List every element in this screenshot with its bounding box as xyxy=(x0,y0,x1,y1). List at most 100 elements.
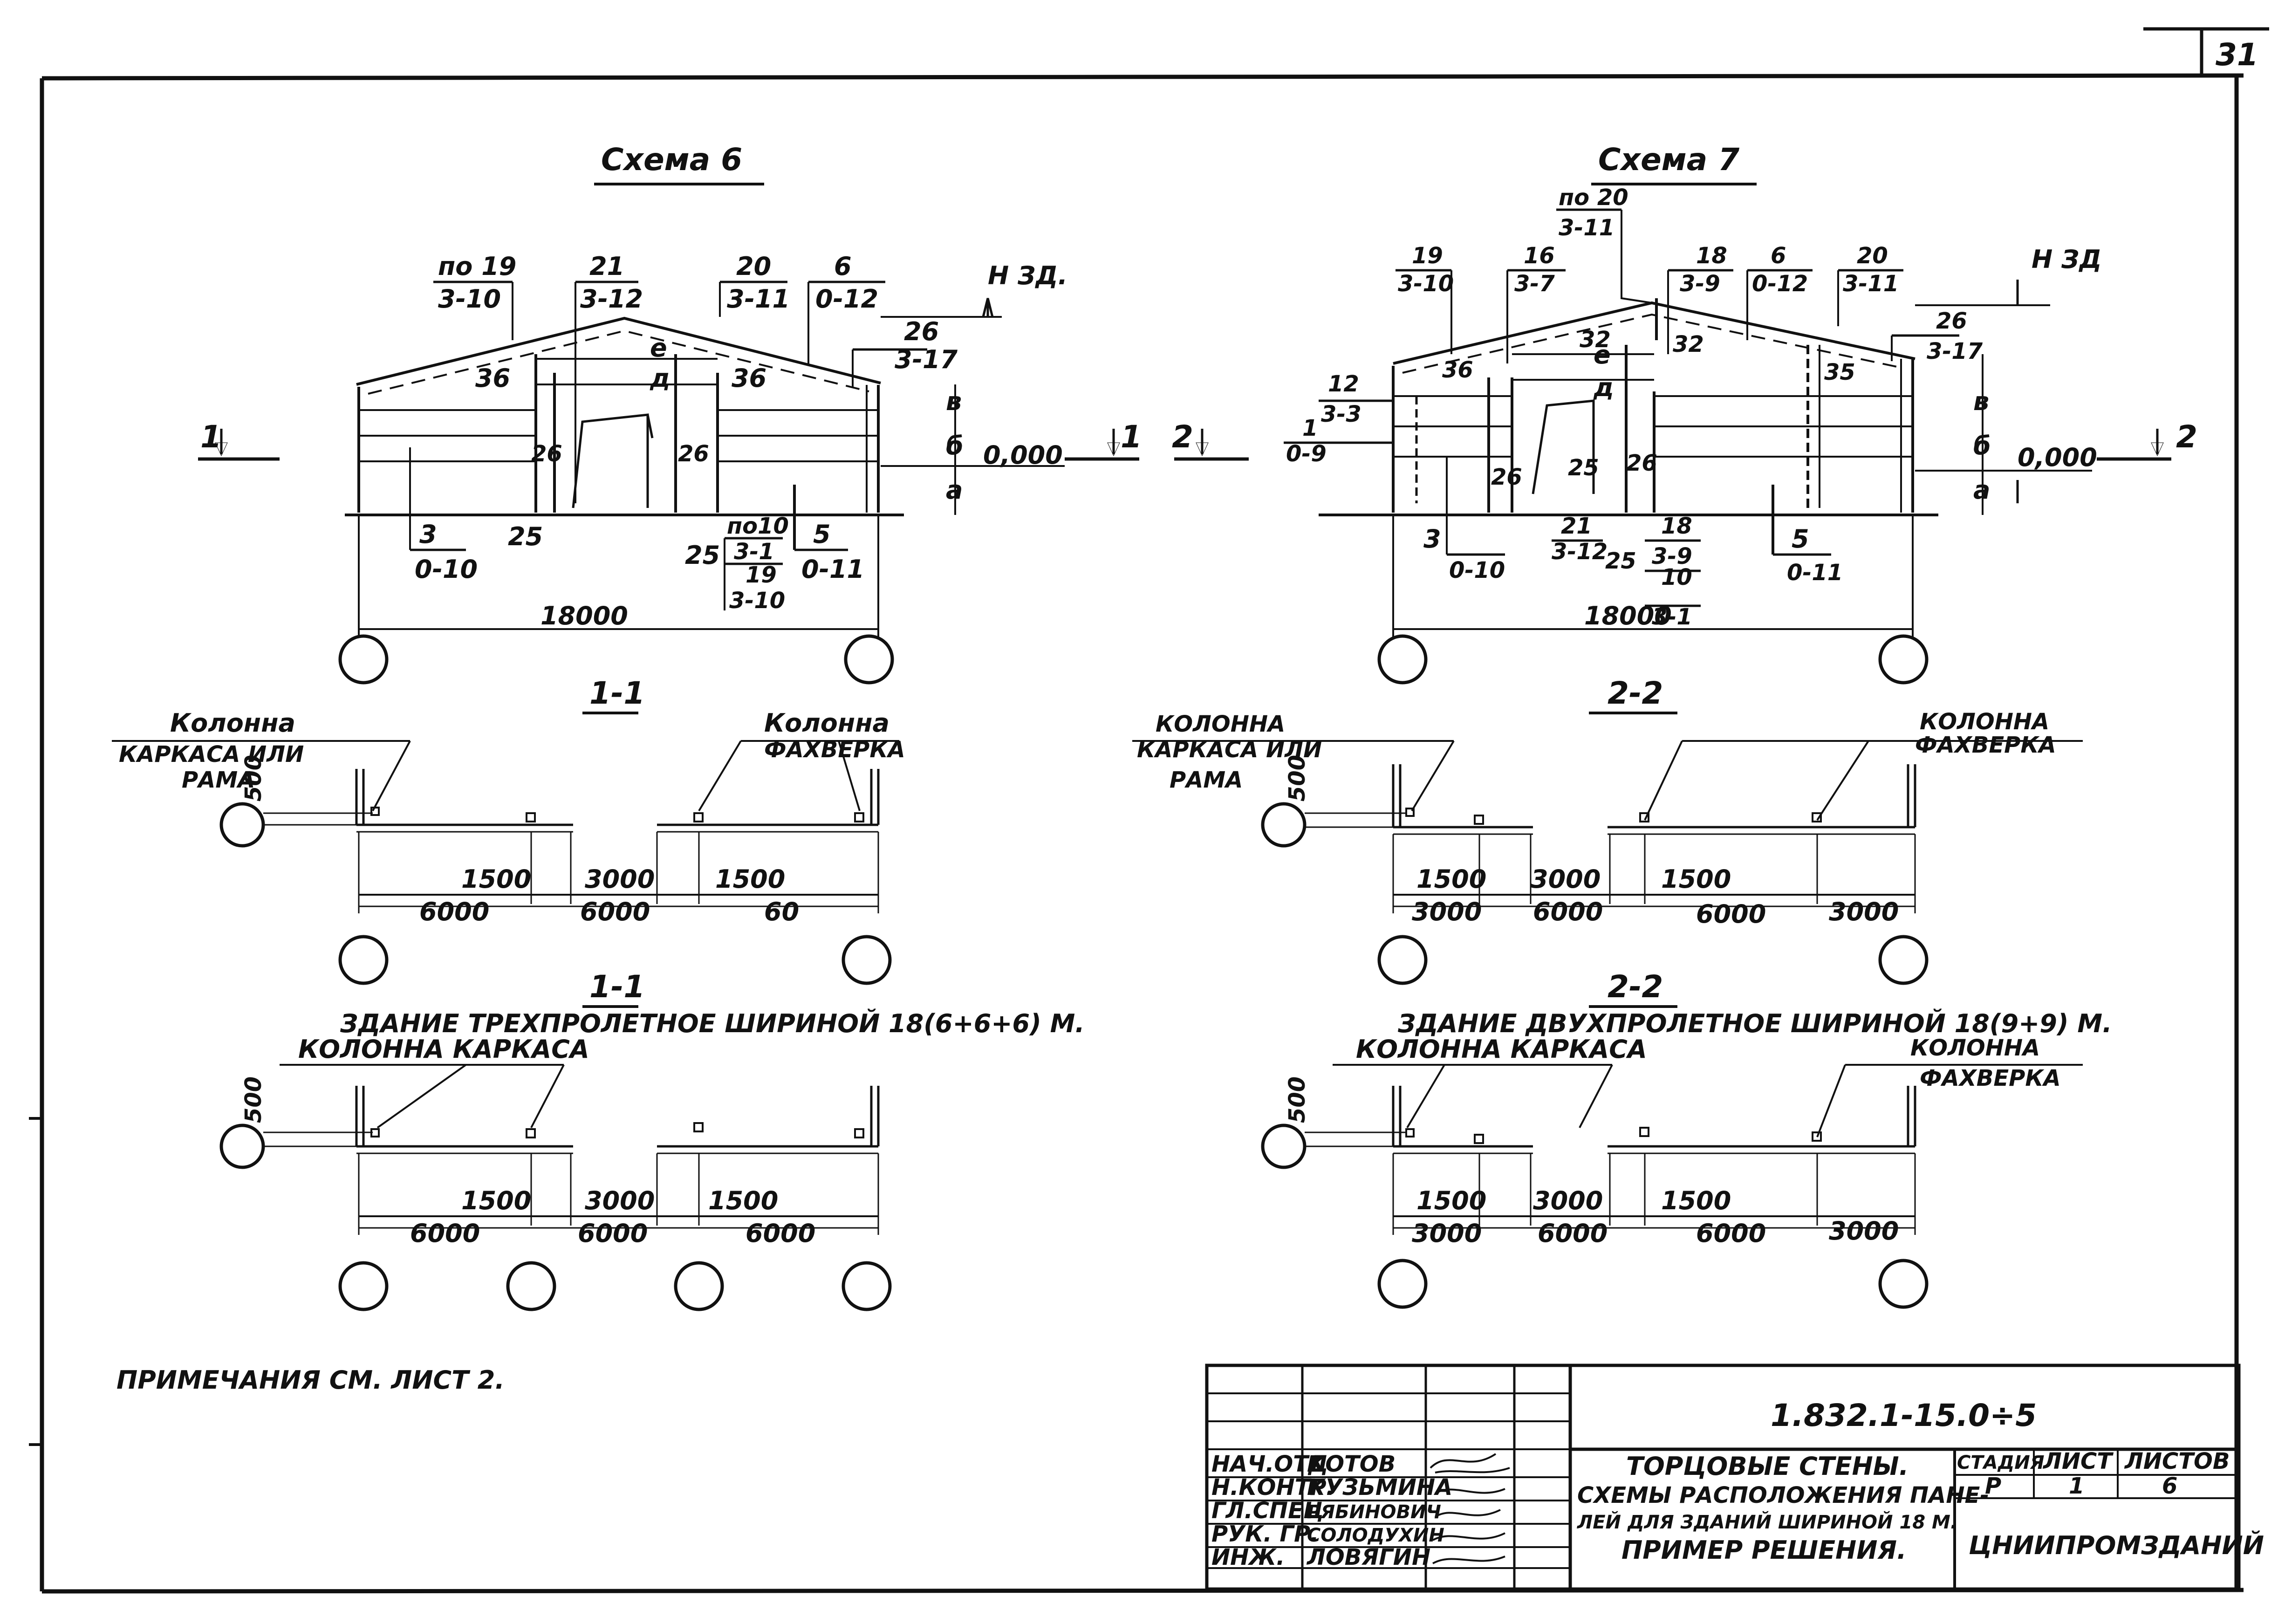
span-dimension: 18000 xyxy=(540,601,628,630)
panel-mark: 26 xyxy=(1626,450,1657,476)
callout-bottom: 3-11 xyxy=(1843,271,1899,297)
callout-bottom: 3-11 xyxy=(727,284,790,314)
sheet-title: ПРИМЕР РЕШЕНИЯ. xyxy=(1621,1535,1907,1565)
plan-title: 2-2 xyxy=(1608,969,1663,1005)
panel-mark: 25 xyxy=(685,541,720,570)
dimension: 6000 xyxy=(1696,1219,1766,1248)
callout: 3 0-10 xyxy=(1423,457,1505,583)
panel-mark: 26 xyxy=(1491,464,1522,490)
plan-1-1-lower: 1-1 ЗДАНИЕ ТРЕХПРОЛЕТНОЕ ШИРИНОЙ 18(6+6+… xyxy=(219,969,1085,1311)
section-mark-right: 1 xyxy=(1121,419,1142,455)
callout: 21 3-12 xyxy=(575,252,643,503)
callout-bottom: 3-9 xyxy=(1680,271,1720,297)
callout-bottom: 3-17 xyxy=(895,345,958,374)
callout: 21 3-12 xyxy=(1552,513,1608,565)
title-block: 1.832.1-15.0÷5 НАЧ.ОТД Н.КОНТР. ГЛ.СПЕЦ … xyxy=(1205,1364,2264,1591)
sheet-title: ТОРЦОВЫЕ СТЕНЫ. xyxy=(1626,1452,1909,1481)
dimension: 6000 xyxy=(580,897,650,926)
callout-top: 3 xyxy=(419,520,437,549)
callout-bottom: 3-10 xyxy=(729,588,785,614)
axis-bubble xyxy=(219,802,265,848)
axis-bubble xyxy=(1878,1259,1929,1309)
name-label: РЯБИНОВИЧ xyxy=(1307,1501,1441,1523)
height-d: д xyxy=(1593,373,1614,402)
dimension: 3000 xyxy=(1531,864,1601,894)
axis-bubble xyxy=(1261,1124,1307,1169)
callout-top: 18 xyxy=(1696,243,1727,269)
panel-mark: 35 xyxy=(1824,359,1855,385)
name-label: КОТОВ xyxy=(1307,1451,1396,1477)
axis-bubble xyxy=(1377,634,1428,685)
scheme-6-title: Схема 6 xyxy=(601,142,742,178)
callout-bottom: 3-1 xyxy=(1652,604,1692,630)
callout: по 19 3-10 xyxy=(433,252,516,340)
callout: 26 3-17 xyxy=(852,317,958,387)
panel-mark: 36 xyxy=(1442,357,1473,383)
stage-header: СТАДИЯ xyxy=(1957,1452,2045,1473)
building-caption: ЗДАНИЕ ДВУХПРОЛЕТНОЕ ШИРИНОЙ 18(9+9) М. xyxy=(1397,1009,2112,1038)
height-v: в xyxy=(946,387,962,416)
dimension: 6000 xyxy=(578,1219,648,1248)
callout: по 20 3-11 xyxy=(1556,185,1652,304)
sheet-title: СХЕМЫ РАСПОЛОЖЕНИЯ ПАНЕ- xyxy=(1577,1482,1989,1508)
role-label: ИНЖ. xyxy=(1211,1544,1285,1570)
signature xyxy=(1434,1509,1501,1518)
stage-value: Р xyxy=(1985,1473,2001,1499)
plan-title: 1-1 xyxy=(589,969,645,1005)
callout-top: 6 xyxy=(834,252,852,281)
sheet-value: 1 xyxy=(2069,1473,2084,1499)
role-label: Н.КОНТР. xyxy=(1211,1474,1335,1501)
offset-dimension: 500 xyxy=(240,755,267,802)
callout-top: 26 xyxy=(1936,308,1967,334)
panel-mark: 36 xyxy=(732,363,766,393)
dimension: 3000 xyxy=(1412,897,1482,926)
plan-2-2-upper: 2-2 КОЛОННА КАРКАСА ИЛИ РАМА КОЛОННА ФАХ… xyxy=(1132,675,2083,985)
callout: 5 0-11 xyxy=(793,485,864,584)
signature xyxy=(1432,1532,1505,1541)
column-label: РАМА xyxy=(182,767,255,793)
building-caption: ЗДАНИЕ ТРЕХПРОЛЕТНОЕ ШИРИНОЙ 18(6+6+6) М… xyxy=(340,1009,1085,1038)
dimension: 3000 xyxy=(1412,1219,1482,1248)
sheets-header: ЛИСТОВ xyxy=(2124,1448,2230,1474)
panel-mark: 32 xyxy=(1673,331,1704,357)
panel-mark: 25 xyxy=(508,522,543,551)
column-label: КОЛОННА КАРКАСА xyxy=(1356,1035,1647,1064)
column-label: КОЛОННА xyxy=(1156,711,1285,737)
height-a: а xyxy=(946,475,963,505)
axis-bubble xyxy=(1377,935,1428,985)
dimension: 1500 xyxy=(708,1186,778,1215)
callout-bottom: 0-10 xyxy=(415,555,478,584)
callout-top: 21 xyxy=(1561,513,1592,539)
column-label: Колонна xyxy=(170,708,295,738)
section-mark-left: 1 xyxy=(200,419,222,455)
callout-bottom: 3-12 xyxy=(580,284,643,314)
callout: 3 0-10 xyxy=(409,447,478,584)
dimension: 6000 xyxy=(1533,897,1603,926)
height-e: е xyxy=(1594,340,1611,370)
callout-top: 19 xyxy=(746,562,777,588)
column-label: РАМА xyxy=(1170,767,1243,793)
panel-mark: 25 xyxy=(1568,455,1599,481)
callout-top: 1 xyxy=(1302,415,1318,441)
dimension: 1500 xyxy=(715,864,785,894)
section-mark-left: 2 xyxy=(1172,419,1193,455)
scheme-7-title: Схема 7 xyxy=(1598,142,1739,178)
callout-bottom: 3-17 xyxy=(1927,338,1983,364)
height-b: б xyxy=(946,431,964,460)
axis-bubble xyxy=(841,935,892,985)
callout: 19 3-10 xyxy=(1396,243,1454,354)
sheets-value: 6 xyxy=(2162,1473,2177,1499)
callout-bottom: 0-11 xyxy=(801,555,864,584)
column-label: ФАХВЕРКА xyxy=(1920,1065,2061,1091)
scheme-6-elevation: Схема 6 1 1 0 xyxy=(198,142,1142,685)
callout-bottom: 3-3 xyxy=(1321,401,1361,427)
level-label: Н ЗД xyxy=(2032,245,2101,274)
organization: ЦНИИПРОМЗДАНИЙ xyxy=(1969,1531,2264,1560)
callout: 20 3-11 xyxy=(1837,243,1903,326)
height-a: а xyxy=(1973,475,1990,505)
role-label: НАЧ.ОТД xyxy=(1211,1451,1328,1477)
axis-bubble xyxy=(338,1261,389,1311)
callout-top: 26 xyxy=(904,317,939,346)
callout: 12 3-3 xyxy=(1319,371,1393,427)
